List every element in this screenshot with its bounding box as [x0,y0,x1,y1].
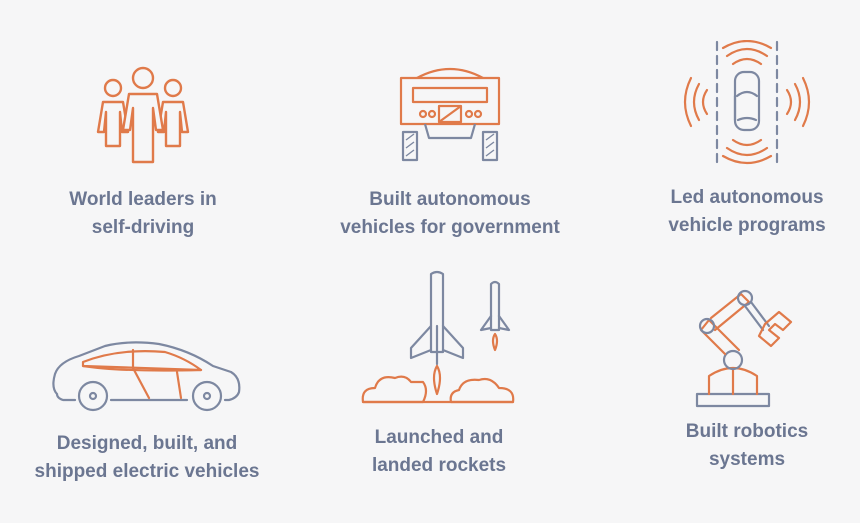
sensor-car-icon [683,40,811,168]
feature-world-leaders: World leaders in self-driving [0,62,286,242]
feature-line-1: World leaders in [69,189,217,210]
feature-line-2: systems [708,449,786,470]
feature-line-2: vehicle programs [668,215,826,236]
feature-line-2: shipped electric vehicles [34,461,260,482]
rockets-icon [361,270,515,404]
feature-electric-vehicles: Designed, built, and shipped electric ve… [4,338,290,486]
people-group-icon [96,66,190,164]
feature-line-1: Led autonomous [670,187,824,208]
feature-line-1: Launched and [374,427,504,448]
feature-line-2: vehicles for government [340,217,560,238]
autonomous-vehicle-icon [399,68,501,162]
electric-car-icon [52,341,241,412]
feature-robotics: Built robotics systems [604,286,860,474]
feature-line-1: Built autonomous [369,189,531,210]
feature-line-1: Designed, built, and [56,433,238,454]
feature-government-vehicles: Built autonomous vehicles for government [307,66,593,242]
robot-arm-icon [695,289,793,408]
feature-line-2: self-driving [91,217,195,238]
feature-line-2: landed rockets [371,455,507,476]
feature-line-1: Built robotics [685,421,809,442]
feature-led-programs: Led autonomous vehicle programs [604,40,860,240]
feature-rockets: Launched and landed rockets [296,270,582,480]
